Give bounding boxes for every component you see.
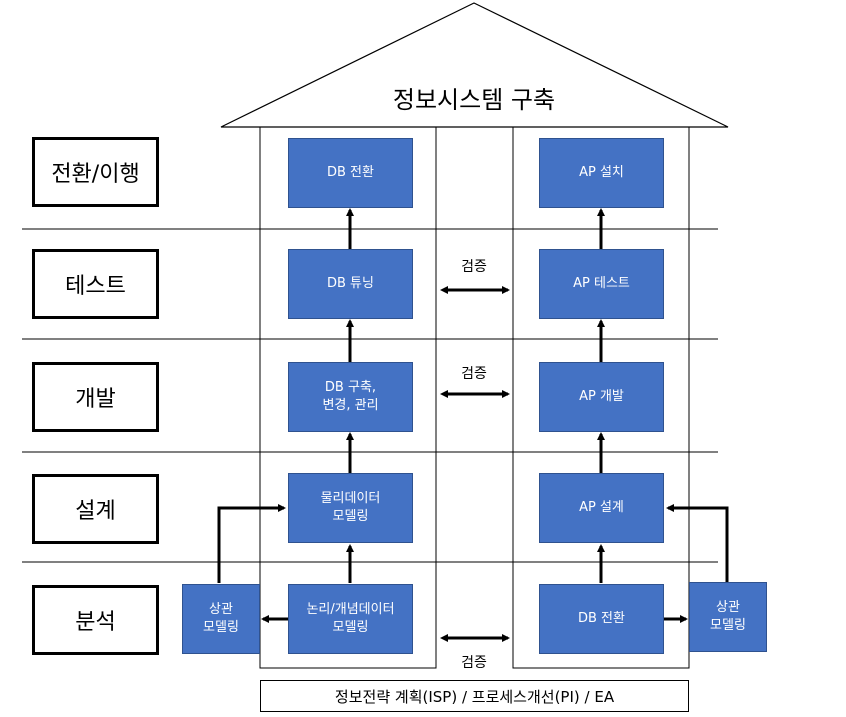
correlation-modeling-left-box: 상관 모델링 bbox=[182, 584, 260, 654]
ap-design-box: AP 설계 bbox=[539, 473, 664, 543]
db-build-box: DB 구축, 변경, 관리 bbox=[288, 362, 413, 432]
db-column-frame bbox=[259, 126, 437, 669]
correlation-left-up-arrow bbox=[217, 504, 286, 583]
correlation-modeling-right-box: 상관 모델링 bbox=[689, 582, 767, 652]
ap-db-conversion-box: DB 전환 bbox=[539, 584, 664, 654]
ap-install-box: AP 설치 bbox=[539, 138, 664, 208]
logical-model-box: 논리/개념데이터 모델링 bbox=[288, 584, 413, 654]
verify-label: 검증 bbox=[461, 259, 487, 275]
stage-label: 분석 bbox=[32, 585, 159, 655]
ap-test-box: AP 테스트 bbox=[539, 249, 664, 319]
roof bbox=[220, 2, 729, 128]
stage-label: 전환/이행 bbox=[32, 137, 159, 207]
db-tuning-box: DB 튜닝 bbox=[288, 249, 413, 319]
verify-label: 검증 bbox=[461, 366, 487, 382]
ap-develop-box: AP 개발 bbox=[539, 362, 664, 432]
db-conversion-box: DB 전환 bbox=[288, 138, 413, 208]
ap-column-frame bbox=[512, 126, 690, 669]
physical-model-box: 물리데이터 모델링 bbox=[288, 473, 413, 543]
correlation-right-up-arrow bbox=[666, 504, 729, 582]
stage-label: 개발 bbox=[32, 362, 159, 432]
stage-label: 테스트 bbox=[32, 249, 159, 319]
diagram-title: 정보시스템 구축 bbox=[392, 86, 556, 114]
stage-label: 설계 bbox=[32, 474, 159, 544]
verify-label: 검증 bbox=[461, 655, 487, 671]
foundation-footer: 정보전략 계획(ISP) / 프로세스개선(PI) / EA bbox=[260, 680, 689, 712]
